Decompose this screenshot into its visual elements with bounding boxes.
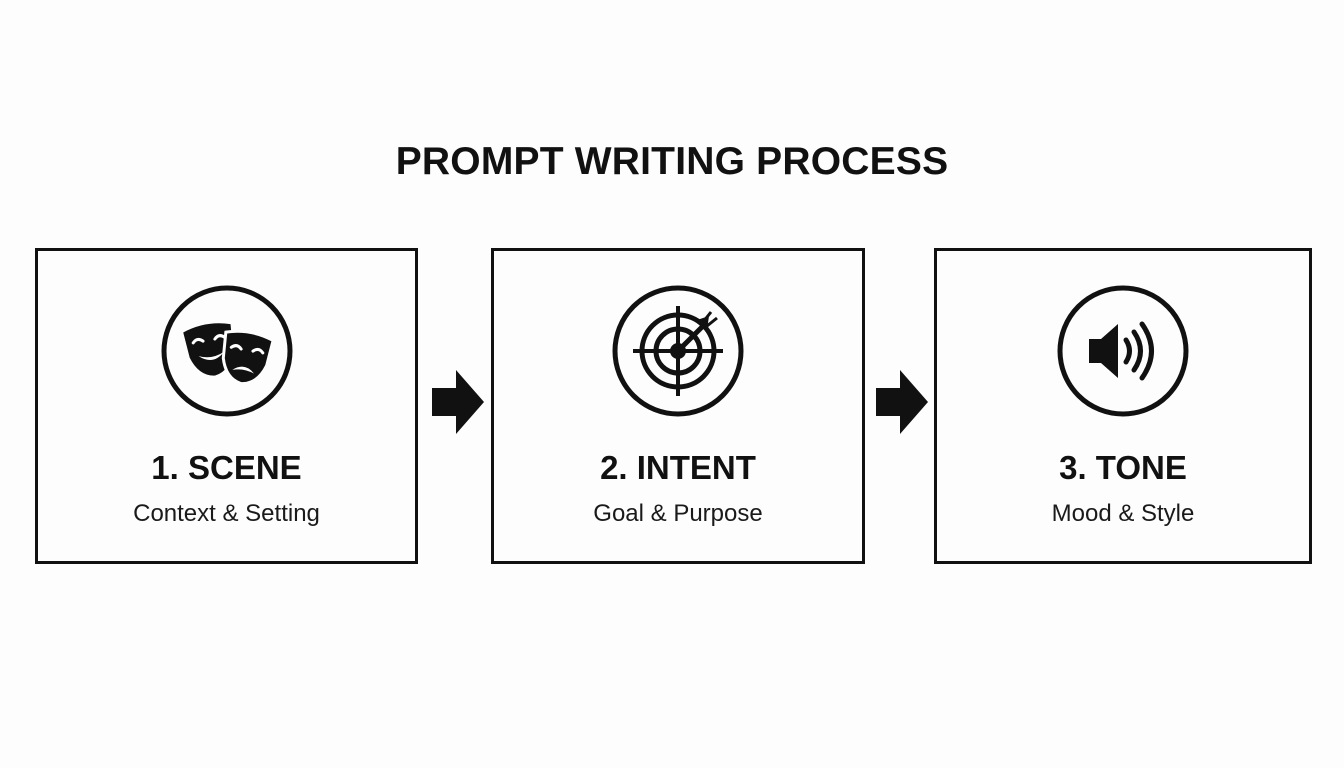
- arrow-right-icon: [432, 370, 484, 434]
- step-subtitle: Mood & Style: [1051, 500, 1195, 527]
- arrow-right-icon: [876, 370, 928, 434]
- target-icon: [611, 284, 745, 418]
- step-subtitle: Goal & Purpose: [593, 500, 763, 527]
- step-title: 2. INTENT: [600, 449, 756, 486]
- step-title: 1. SCENE: [151, 449, 302, 486]
- theater-masks-icon: [160, 284, 294, 418]
- step-subtitle: Context & Setting: [133, 500, 320, 527]
- step-title: 3. TONE: [1059, 449, 1187, 486]
- step-tone: 3. TONE Mood & Style: [934, 248, 1312, 564]
- speaker-icon: [1056, 284, 1190, 418]
- diagram-title: PROMPT WRITING PROCESS: [395, 140, 949, 183]
- step-intent: 2. INTENT Goal & Purpose: [491, 248, 865, 564]
- step-scene: 1. SCENE Context & Setting: [35, 248, 418, 564]
